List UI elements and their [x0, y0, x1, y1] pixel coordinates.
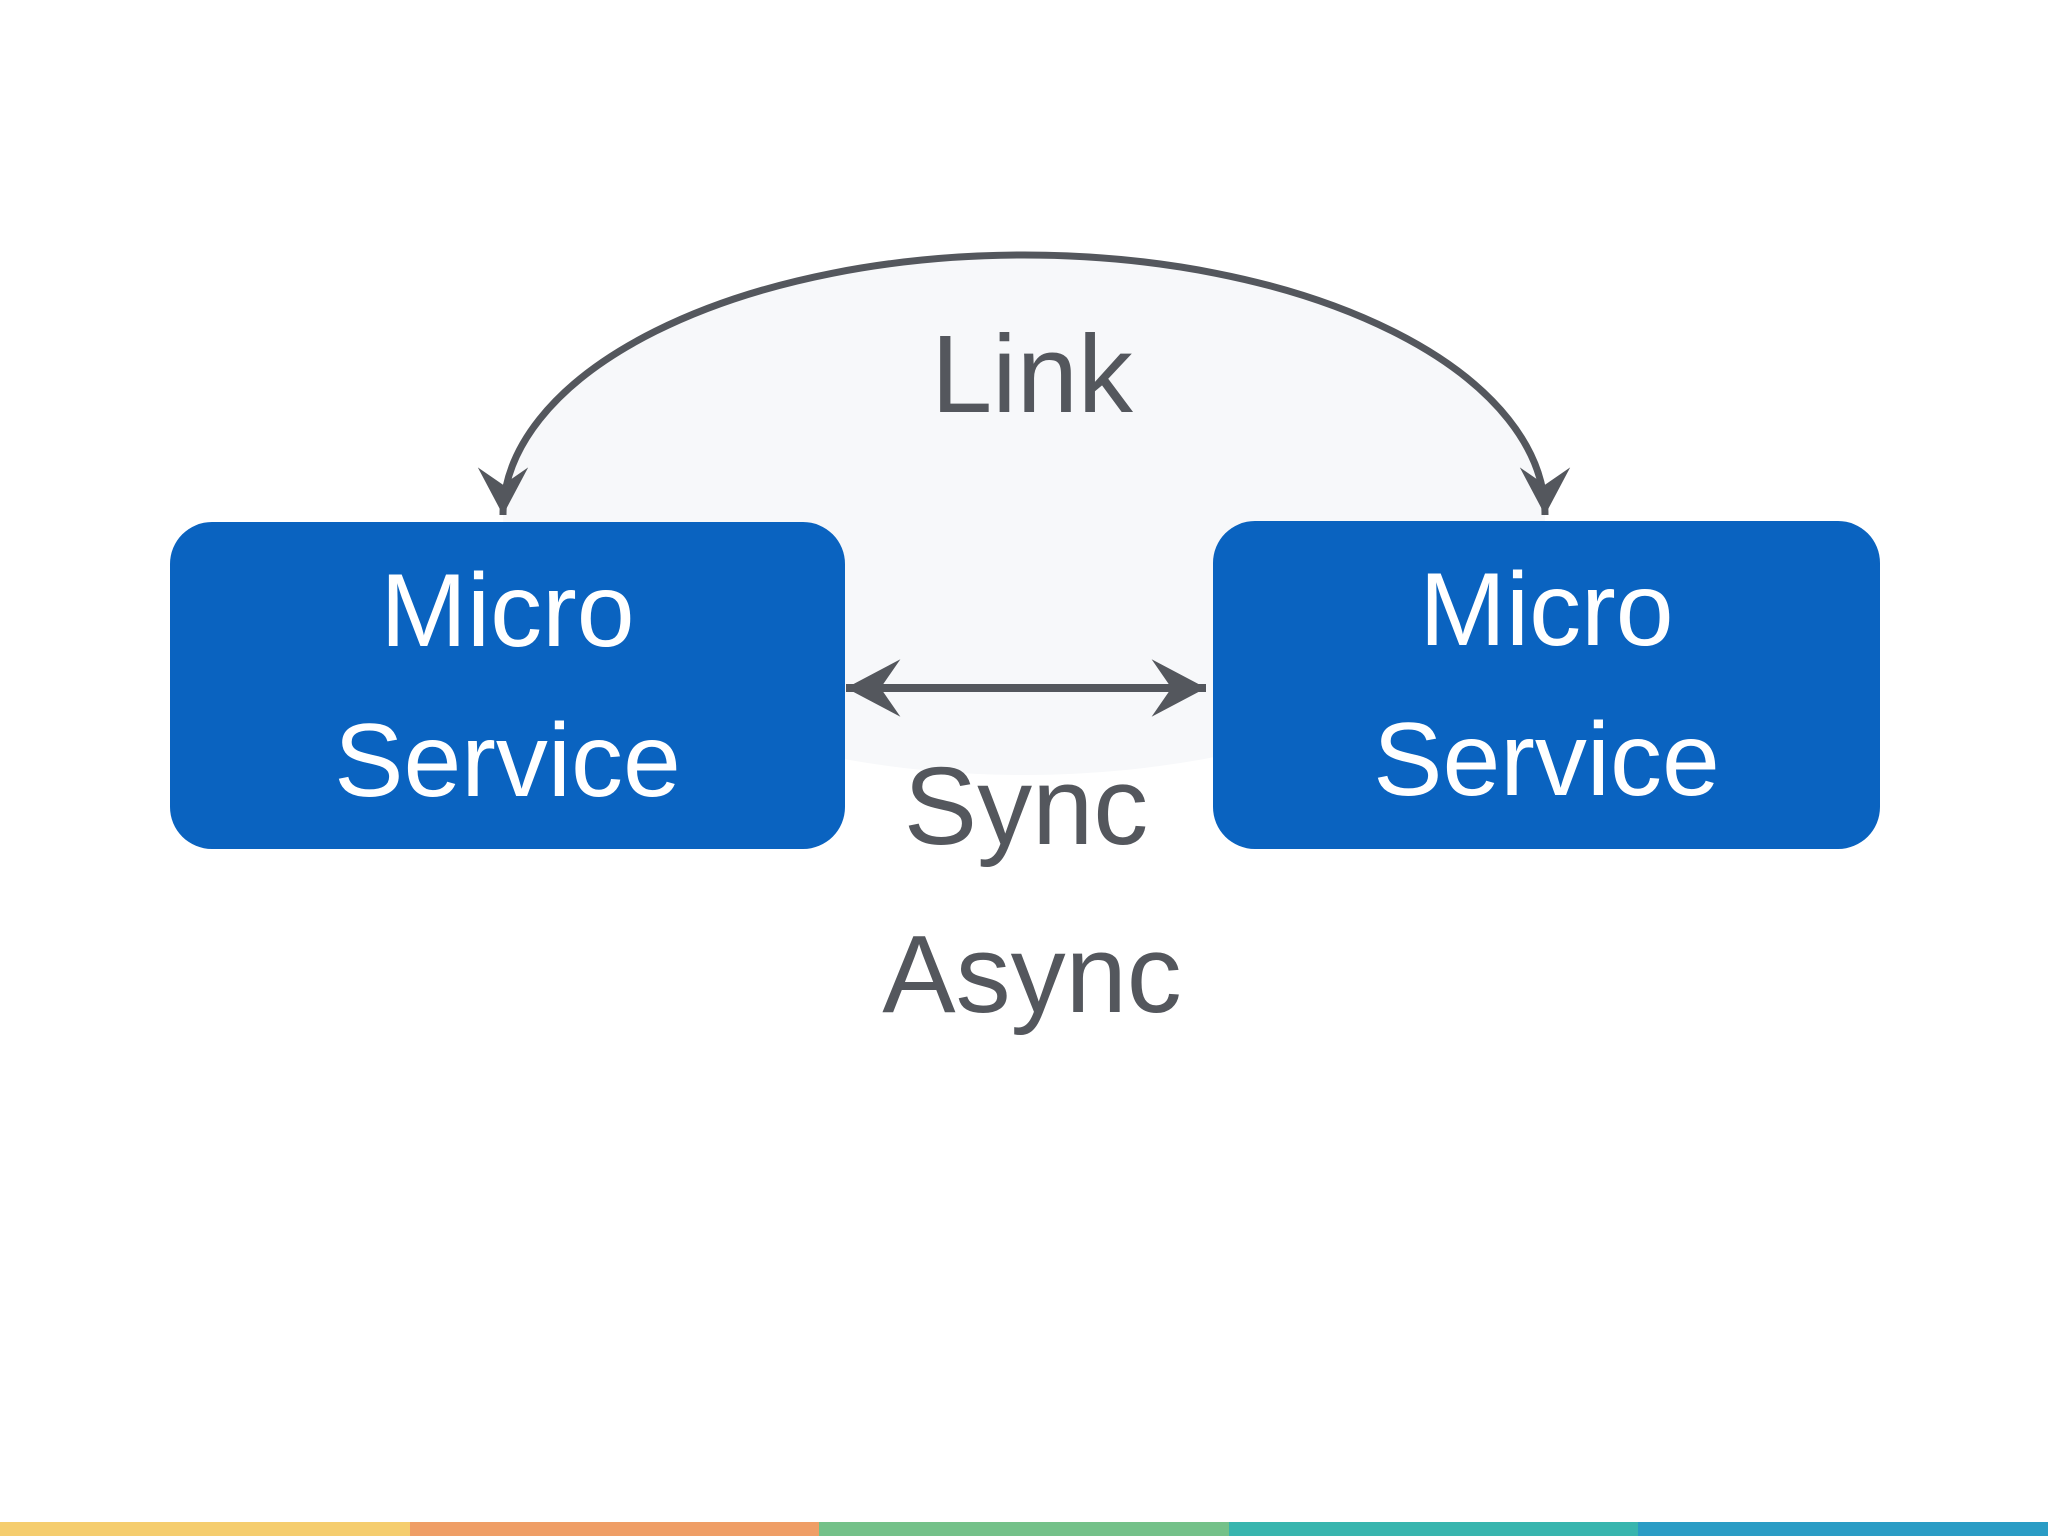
- stripe-segment: [819, 1522, 1229, 1536]
- link-arc-connector: [477, 251, 1571, 516]
- microservice-node-left: Micro Service: [170, 522, 845, 849]
- stripe-segment: [1638, 1522, 2048, 1536]
- node-label-line: Micro: [380, 552, 635, 669]
- node-label-line: Service: [1373, 702, 1720, 818]
- async-edge-label: Async: [882, 913, 1182, 1036]
- microservice-node-right: Micro Service: [1213, 521, 1880, 849]
- node-label-line: Service: [334, 702, 681, 819]
- node-label-line: Micro: [1419, 552, 1674, 668]
- link-edge-label: Link: [931, 313, 1133, 436]
- stripe-segment: [1228, 1522, 1639, 1536]
- stripe-segment: [409, 1522, 820, 1536]
- stripe-segment: [0, 1522, 410, 1536]
- footer-color-stripe: [0, 1522, 2048, 1536]
- sync-edge-label: Sync: [903, 745, 1149, 868]
